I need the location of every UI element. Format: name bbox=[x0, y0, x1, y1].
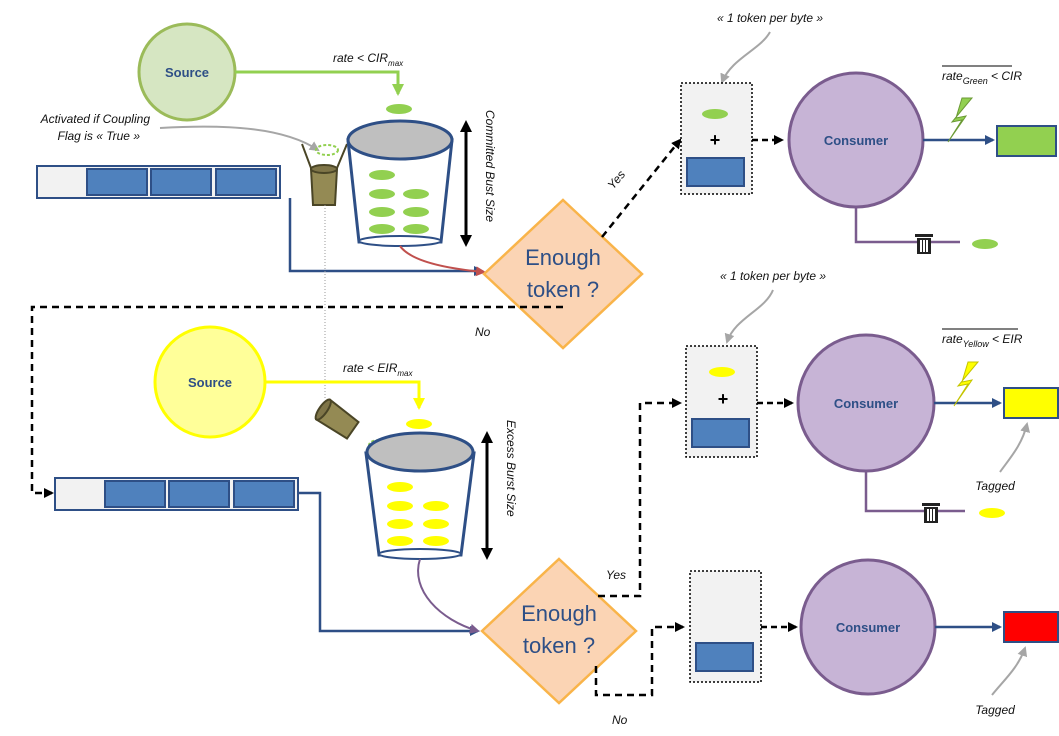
trash-top-icon bbox=[915, 234, 933, 254]
coupling-cup-tilted bbox=[314, 398, 360, 440]
consumer-middle-label: Consumer bbox=[834, 396, 898, 411]
marker-box-yellow: + bbox=[685, 345, 758, 458]
coupling-label-line1: Activated if Coupling bbox=[40, 112, 151, 126]
no-bottom-label: No bbox=[612, 713, 628, 727]
svg-text:+: + bbox=[718, 389, 729, 409]
source-yellow: Source bbox=[153, 325, 267, 439]
tagged-arrow-bottom bbox=[991, 646, 1028, 696]
consumer-top: Consumer bbox=[787, 71, 925, 209]
svg-text:+: + bbox=[710, 130, 721, 150]
queue-bottom-to-decision bbox=[298, 491, 480, 636]
queue-top-to-decision bbox=[288, 198, 484, 276]
tagged-arrow-middle bbox=[999, 422, 1031, 473]
queue-top bbox=[36, 165, 281, 199]
trash-middle-icon bbox=[922, 503, 940, 523]
discard-middle-line bbox=[864, 471, 965, 513]
decision-bottom: Enough token ? bbox=[480, 557, 638, 705]
yellow-token-discard bbox=[979, 508, 1005, 518]
token-per-byte-middle: « 1 token per byte » bbox=[720, 269, 826, 283]
source-green-label: Source bbox=[165, 65, 209, 80]
tagged-label-middle: Tagged bbox=[975, 479, 1015, 493]
lightning-green-icon bbox=[947, 97, 974, 143]
decision-bottom-line2: token ? bbox=[523, 633, 595, 658]
source-yellow-arrow bbox=[265, 380, 425, 410]
coupling-cup-top bbox=[301, 143, 348, 206]
excess-burst-size-label: Excess Burst Size bbox=[504, 420, 518, 517]
source-yellow-label: Source bbox=[188, 375, 232, 390]
token-note-arrow-top bbox=[720, 31, 771, 84]
no-top-arrow bbox=[30, 305, 563, 498]
yes-top-label: Yes bbox=[605, 168, 629, 192]
yellow-token-falling bbox=[406, 419, 432, 429]
queue-bottom bbox=[54, 477, 299, 511]
rate-yellow-label: rateYellow < EIR bbox=[942, 332, 1023, 349]
yes-top-arrow bbox=[601, 138, 682, 238]
decision-top: Enough token ? bbox=[482, 198, 644, 350]
coupling-label-line2: Flag is « True » bbox=[58, 129, 141, 143]
source-green: Source bbox=[137, 22, 237, 122]
consumer-bottom-label: Consumer bbox=[836, 620, 900, 635]
yes-bottom-label: Yes bbox=[606, 568, 626, 582]
consumer-top-label: Consumer bbox=[824, 133, 888, 148]
decision-top-line2: token ? bbox=[527, 277, 599, 302]
marker-box-green: + bbox=[680, 82, 753, 195]
rate-eir-label: rate < EIRmax bbox=[343, 361, 413, 378]
committed-burst-size-label: Committed Bust Size bbox=[483, 110, 497, 222]
bucket-bottom-to-decision bbox=[417, 558, 480, 634]
bucket-committed bbox=[346, 119, 454, 247]
coupling-arrow bbox=[159, 125, 320, 152]
decision-top-line1: Enough bbox=[525, 245, 601, 270]
decision-bottom-line1: Enough bbox=[521, 601, 597, 626]
rate-cir-label: rate < CIRmax bbox=[333, 51, 404, 68]
rate-green-label: rateGreen < CIR bbox=[942, 69, 1022, 86]
green-token-discard bbox=[972, 239, 998, 249]
consumer-bottom: Consumer bbox=[799, 558, 937, 696]
consumer-middle: Consumer bbox=[796, 333, 936, 473]
tagged-label-bottom: Tagged bbox=[975, 703, 1015, 717]
green-packet bbox=[996, 125, 1057, 157]
green-token-falling bbox=[386, 104, 412, 114]
bucket-excess bbox=[364, 431, 476, 560]
token-per-byte-top: « 1 token per byte » bbox=[717, 11, 823, 25]
yellow-packet bbox=[1003, 387, 1059, 419]
no-top-label: No bbox=[475, 325, 491, 339]
bucket-top-to-decision bbox=[399, 245, 486, 277]
no-bottom-arrow bbox=[594, 622, 685, 697]
yes-bottom-arrow bbox=[598, 398, 682, 598]
token-note-arrow-middle bbox=[724, 289, 774, 344]
red-packet bbox=[1003, 611, 1059, 643]
discard-top-line bbox=[854, 207, 960, 244]
source-green-arrow bbox=[235, 70, 404, 96]
lightning-yellow-icon bbox=[953, 361, 980, 407]
marker-box-red bbox=[689, 570, 762, 683]
